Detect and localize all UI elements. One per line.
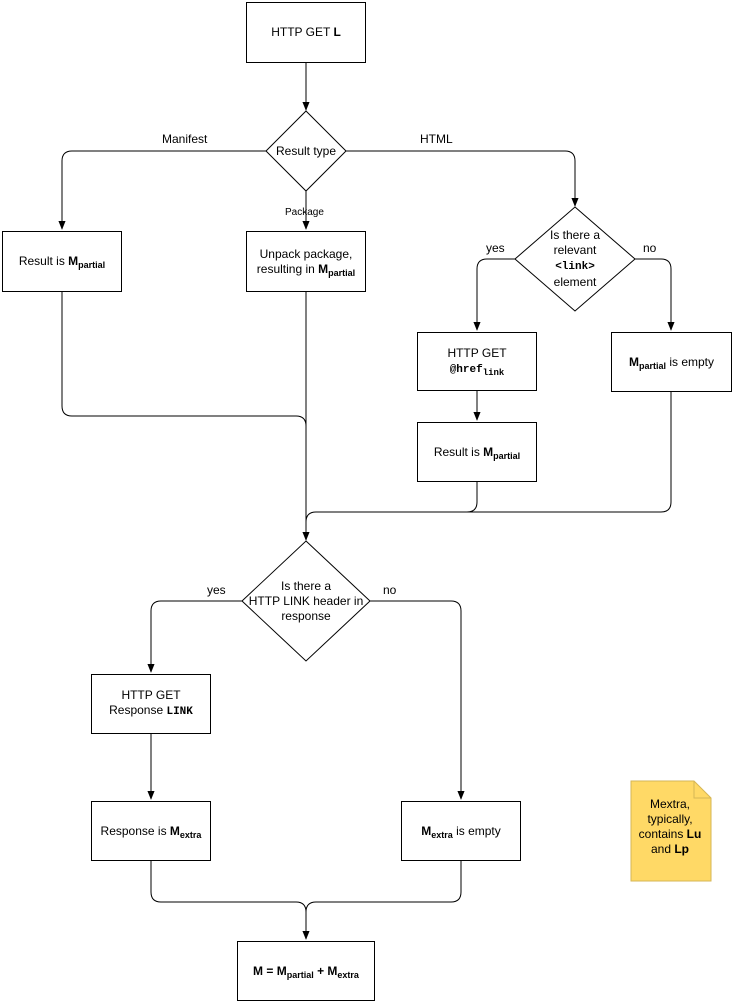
final-bold2: M [327, 963, 338, 978]
response-mextra-sub: extra [179, 829, 202, 840]
unpack-sub: partial [328, 267, 356, 278]
result-left-text: Result is [18, 254, 69, 268]
response-link-code: LINK [166, 706, 193, 718]
note-line1: Mextra, [649, 797, 690, 811]
edge-html [346, 150, 579, 207]
unpack-package-box: Unpack package,resulting in Mpartial [246, 231, 366, 292]
final-result-box: M = Mpartial + Mextra [237, 941, 375, 1001]
result-type-text: Result type [266, 143, 346, 159]
mextra-empty-text: is empty [452, 823, 501, 838]
http-get-l-text: HTTP GET [271, 25, 334, 39]
note-bold2: Lp [674, 842, 690, 856]
mpartial-empty-text: is empty [666, 354, 715, 369]
label-package: Package [285, 207, 324, 218]
label-no-header: no [383, 583, 397, 597]
note-shape [630, 780, 712, 882]
header-line3: response [281, 608, 331, 623]
href-code: @href [449, 363, 483, 376]
response-link-line1: HTTP GET [121, 688, 181, 702]
http-get-l-bold: L [333, 25, 341, 39]
label-yes-header: yes [207, 583, 226, 597]
mextra-empty-bold: M [421, 823, 432, 838]
result-middle-text: Result is [433, 444, 484, 459]
response-mextra-bold: M [169, 823, 180, 838]
result-left-sub: partial [78, 260, 106, 270]
note-text: Mextra, typically, contains Lu and Lp [632, 797, 708, 857]
edge-no-link [635, 258, 675, 331]
unpack-line1: Unpack package, [259, 246, 353, 261]
note-fold [693, 781, 711, 799]
mextra-empty-sub: extra [431, 829, 453, 840]
relevant-line2: relevant [553, 243, 597, 257]
label-html: HTML [420, 132, 453, 146]
href-sub: link [482, 367, 505, 378]
href-line1: HTTP GET [447, 345, 507, 360]
relevant-code: <link> [555, 261, 595, 273]
label-no-link: no [643, 241, 657, 255]
note-bold1: Lu [686, 827, 702, 841]
decision-relevant-link [514, 206, 636, 312]
result-middle-bold: M [483, 444, 494, 459]
response-mextra-text: Response is [100, 823, 170, 838]
mextra-empty-box: Mextra is empty [401, 801, 521, 861]
unpack-bold: M [318, 261, 329, 276]
http-get-l-box: HTTP GET L [246, 2, 366, 63]
note-line2: typically, [647, 812, 693, 826]
edge-manifest [58, 150, 266, 230]
edge-no-header [370, 600, 465, 800]
edge-right-final [305, 861, 462, 913]
result-left-bold: M [68, 254, 79, 268]
response-link-line2: Response [109, 703, 167, 717]
edge-left-merge [61, 292, 307, 427]
final-sub2: extra [337, 969, 359, 980]
decision-result-type [265, 110, 347, 192]
note-line3: contains [638, 827, 687, 841]
header-line2: HTTP LINK header in [248, 593, 364, 608]
edge-yes-link [473, 258, 515, 331]
mpartial-empty-bold: M [628, 354, 639, 369]
label-manifest: Manifest [162, 132, 208, 146]
result-type-label: Result type [275, 143, 337, 158]
result-is-mpartial-middle-box: Result is Mpartial [417, 422, 537, 482]
response-is-mextra-box: Response is Mextra [91, 801, 211, 861]
mpartial-empty-box: Mpartial is empty [611, 332, 732, 392]
edge-yes-header [147, 600, 242, 673]
final-plus: + [313, 963, 328, 978]
mpartial-empty-sub: partial [638, 360, 666, 371]
unpack-line2: resulting in [256, 261, 319, 276]
final-sub1: partial [286, 969, 314, 980]
label-yes-link: yes [486, 241, 505, 255]
relevant-line4: element [553, 275, 597, 289]
header-line1: Is there a [280, 578, 332, 593]
decision-link-header [241, 540, 371, 662]
result-is-mpartial-left-box: Result is Mpartial [2, 231, 122, 292]
edge-empty-merge [316, 392, 672, 513]
note-line4: and [650, 842, 675, 856]
edge-left-final [150, 861, 310, 940]
http-get-href-box: HTTP GET @hreflink [417, 332, 537, 391]
result-middle-sub: partial [493, 450, 521, 461]
edge-result-middle-merge [305, 482, 478, 523]
relevant-line1: Is there a [549, 228, 601, 242]
final-bold1: M = M [253, 963, 287, 978]
